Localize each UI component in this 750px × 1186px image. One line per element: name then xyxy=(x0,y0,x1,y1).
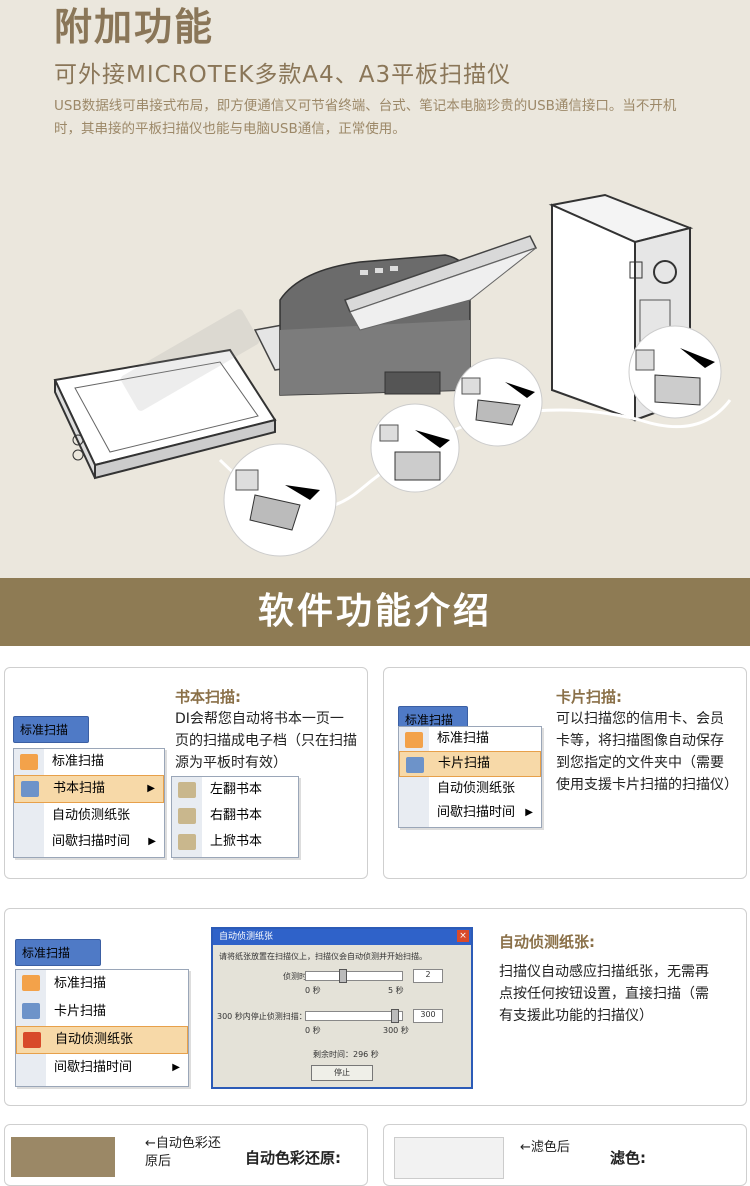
scanner-icon xyxy=(22,975,40,991)
row2-max: 300 秒 xyxy=(383,1026,409,1035)
menu-item-standard[interactable]: 标准扫描 xyxy=(14,749,164,775)
right-flip-icon xyxy=(178,808,196,824)
menu-item-standard[interactable]: 标准扫描 xyxy=(16,970,188,998)
card-auto-detect: 标准扫描 标准扫描 卡片扫描 自动侦测纸张 间歇扫描时间▶ 自动侦测纸张 × 请… xyxy=(4,908,747,1106)
mode-menu: 标准扫描 卡片扫描 自动侦测纸张 间歇扫描时间▶ xyxy=(398,726,542,828)
card-title: 卡片扫描: xyxy=(556,688,622,706)
menu-item-book[interactable]: 书本扫描▶ xyxy=(14,775,164,803)
row2-min: 0 秒 xyxy=(305,1026,321,1035)
auto-detect-dialog: 自动侦测纸张 × 请将纸张放置在扫描仪上，扫描仪会自动侦测并开始扫描。 侦测时间… xyxy=(211,927,473,1089)
card-text: 可以扫描您的信用卡、会员卡等，将扫描图像自动保存到您指定的文件夹中（需要使用支援… xyxy=(556,711,738,793)
row1-slider-thumb[interactable] xyxy=(339,969,347,983)
chevron-right-icon: ▶ xyxy=(147,783,155,794)
menu-item-interval[interactable]: 间歇扫描时间▶ xyxy=(14,829,164,855)
dialog-hint: 请将纸张放置在扫描仪上，扫描仪会自动侦测并开始扫描。 xyxy=(219,952,427,961)
menu-item-standard[interactable]: 标准扫描 xyxy=(399,727,541,751)
page-title: 附加功能 xyxy=(54,5,215,49)
menu-head[interactable]: 标准扫描 xyxy=(15,939,101,966)
row1-min: 0 秒 xyxy=(305,986,321,995)
section-banner: 软件功能介绍 xyxy=(0,578,750,646)
close-icon[interactable]: × xyxy=(457,930,469,942)
checkmark-icon xyxy=(23,1032,41,1048)
menu-item-card[interactable]: 卡片扫描 xyxy=(399,751,541,777)
chevron-right-icon: ▶ xyxy=(525,807,533,818)
flatbed-scanner-image xyxy=(53,348,277,480)
row1-value[interactable]: 2 xyxy=(413,969,443,983)
mode-menu: 标准扫描 书本扫描▶ 自动侦测纸张 间歇扫描时间▶ xyxy=(13,748,165,858)
menu-item-interval[interactable]: 间歇扫描时间▶ xyxy=(399,801,541,825)
card-book-scan: 标准扫描 标准扫描 书本扫描▶ 自动侦测纸张 间歇扫描时间▶ 左翻书本 右翻书本… xyxy=(4,667,368,879)
book-icon xyxy=(21,781,39,797)
stop-button[interactable]: 停止 xyxy=(311,1065,373,1081)
color-sample-thumb xyxy=(11,1137,115,1177)
book-submenu: 左翻书本 右翻书本 上掀书本 xyxy=(171,776,299,858)
card-title: 自动色彩还原: xyxy=(245,1149,341,1167)
accessory-section: 附加功能 可外接MICROTEK多款A4、A3平板扫描仪 USB数据线可串接式布… xyxy=(0,0,750,578)
menu-item-card[interactable]: 卡片扫描 xyxy=(16,998,188,1026)
dialog-titlebar: 自动侦测纸张 xyxy=(213,929,471,945)
document-scanner-image xyxy=(253,235,538,396)
mode-menu: 标准扫描 卡片扫描 自动侦测纸张 间歇扫描时间▶ xyxy=(15,969,189,1087)
card-title: 书本扫描: xyxy=(175,688,241,706)
card-filter: ←滤色后 滤色: xyxy=(383,1124,747,1186)
row1-max: 5 秒 xyxy=(388,986,404,995)
menu-item-auto-detect[interactable]: 自动侦测纸张 xyxy=(52,808,131,823)
card-title: 自动侦测纸张: xyxy=(499,933,595,951)
filter-sample-thumb xyxy=(394,1137,504,1179)
menu-item-auto-detect[interactable]: 自动侦测纸张 xyxy=(16,1026,188,1054)
card-text: 扫描仪自动感应扫描纸张，无需再点按任何按钮设置，直接扫描（需有支援此功能的扫描仪… xyxy=(499,964,709,1024)
row1-label: 侦测时间： xyxy=(283,972,323,981)
arrow-label: ←滤色后 xyxy=(520,1140,570,1155)
card-text: DI会帮您自动将书本一页一页的扫描成电子档（只在扫描源为平板时有效） xyxy=(175,711,357,771)
scanner-icon xyxy=(405,732,423,748)
scanner-icon xyxy=(20,754,38,770)
menu-head[interactable]: 标准扫描 xyxy=(13,716,89,743)
menu-item-auto-detect[interactable]: 自动侦测纸张 xyxy=(437,781,516,796)
row2-slider-thumb[interactable] xyxy=(391,1009,399,1023)
row2-slider[interactable] xyxy=(305,1011,403,1021)
remaining-time: 剩余时间：296 秒 xyxy=(313,1050,379,1059)
up-flip-icon xyxy=(178,834,196,850)
connection-illustration xyxy=(53,193,732,557)
submenu-right-flip[interactable]: 右翻书本 xyxy=(172,803,298,829)
arrow-label: ←自动色彩还原后 xyxy=(145,1136,221,1169)
chevron-right-icon: ▶ xyxy=(148,836,156,847)
card-icon xyxy=(22,1003,40,1019)
card-card-scan: 标准扫描 标准扫描 卡片扫描 自动侦测纸张 间歇扫描时间▶ 卡片扫描: 可以扫描… xyxy=(383,667,747,879)
page-description: USB数据线可串接式布局，即方便通信又可节省终端、台式、笔记本电脑珍贵的USB通… xyxy=(54,98,677,137)
left-flip-icon xyxy=(178,782,196,798)
row2-label: 300 秒内停止侦测扫描： xyxy=(217,1012,307,1021)
submenu-left-flip[interactable]: 左翻书本 xyxy=(172,777,298,803)
chevron-right-icon: ▶ xyxy=(172,1062,180,1073)
page-subtitle: 可外接MICROTEK多款A4、A3平板扫描仪 xyxy=(54,62,512,88)
menu-item-interval[interactable]: 间歇扫描时间▶ xyxy=(16,1054,188,1082)
card-title: 滤色: xyxy=(610,1149,646,1167)
card-color-restore: ←自动色彩还原后 自动色彩还原: xyxy=(4,1124,368,1186)
row2-value[interactable]: 300 xyxy=(413,1009,443,1023)
row1-slider[interactable] xyxy=(305,971,403,981)
card-icon xyxy=(406,757,424,773)
section-title: 软件功能介绍 xyxy=(257,591,492,632)
submenu-up-flip[interactable]: 上掀书本 xyxy=(172,829,298,855)
usb-port-zoom-circles xyxy=(223,325,722,557)
